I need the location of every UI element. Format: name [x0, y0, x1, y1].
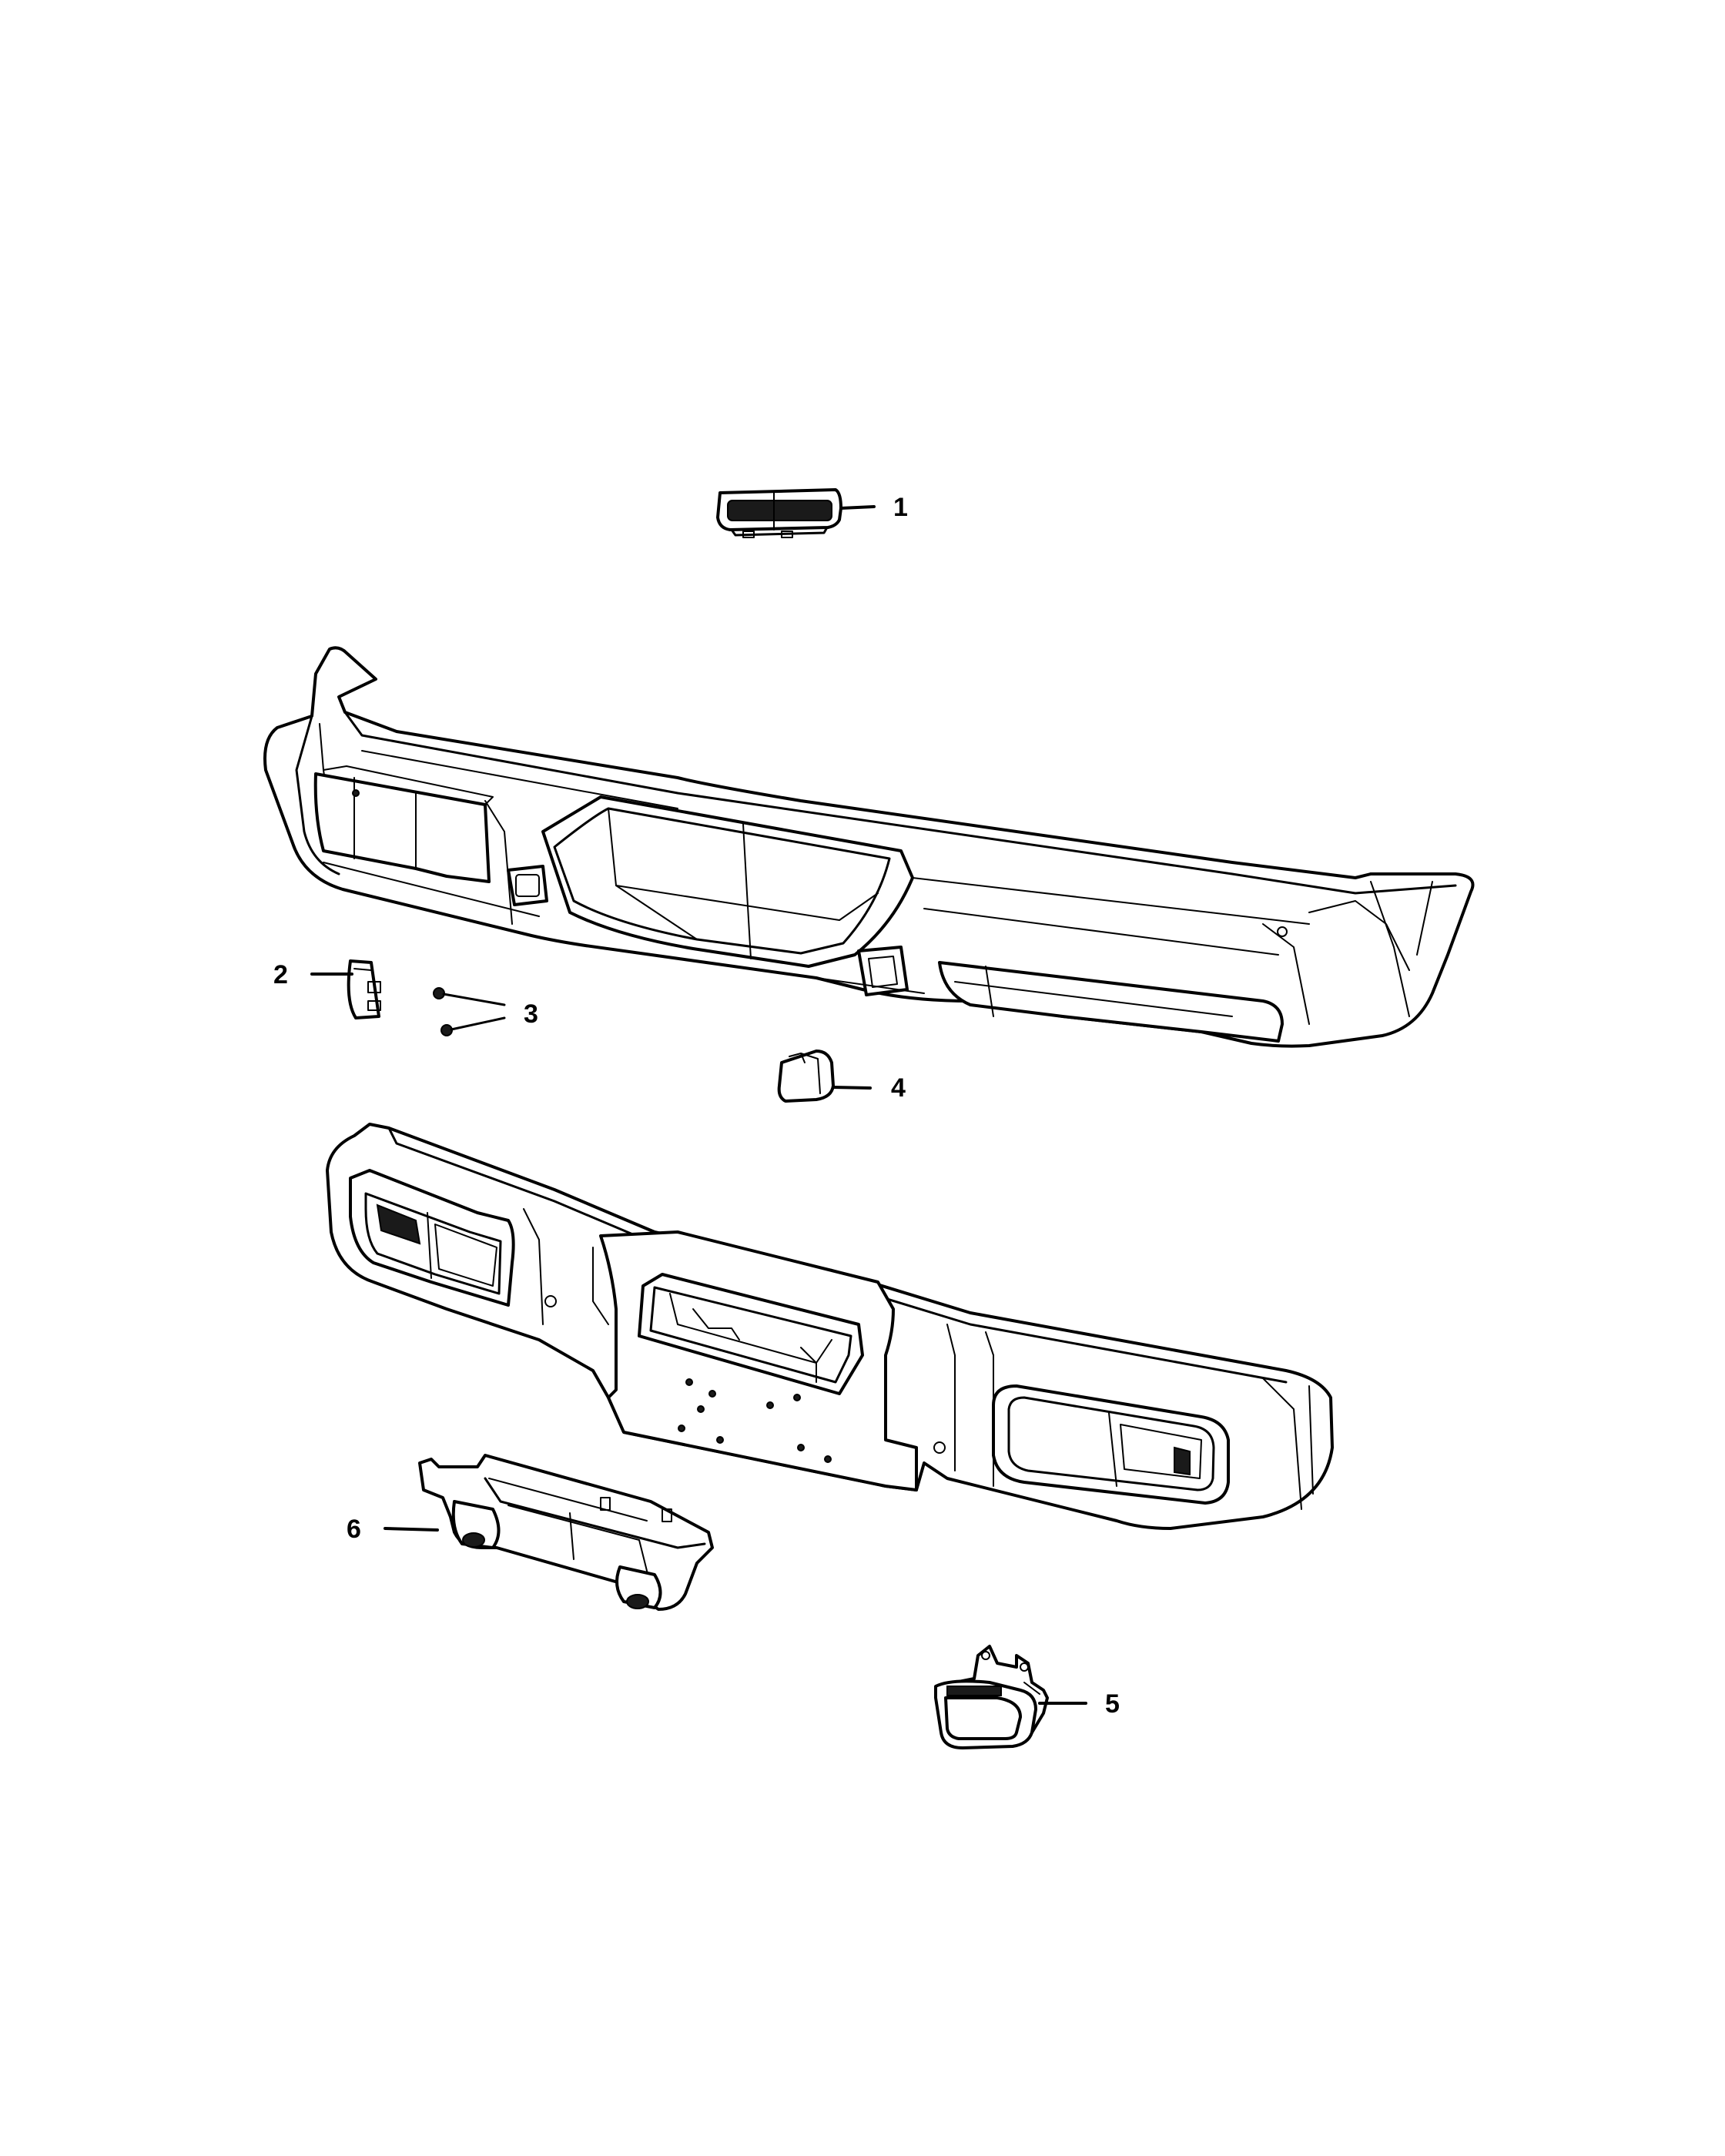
part-1-third-brake-lamp[interactable]	[716, 488, 842, 538]
callout-number-2: 2	[273, 960, 288, 989]
part-2-small-bracket[interactable]	[347, 959, 381, 1019]
callout-1: 1	[839, 493, 908, 522]
part-5-reverse-lamp[interactable]	[934, 1645, 1049, 1749]
part-3-screws[interactable]	[433, 987, 506, 1036]
callout-3: 3	[524, 999, 538, 1029]
callout-6: 6	[347, 1515, 439, 1544]
callout-number-5: 5	[1105, 1689, 1120, 1719]
upper-rear-bumper-fascia[interactable]	[263, 646, 1475, 1048]
lower-rear-bumper-bar[interactable]	[326, 1123, 1334, 1530]
callout-2: 2	[273, 960, 353, 989]
part-6-license-lamp-bracket[interactable]	[418, 1454, 714, 1611]
part-4-small-lamp[interactable]	[777, 1050, 835, 1103]
callout-5: 5	[1038, 1689, 1120, 1719]
callout-number-3: 3	[524, 999, 538, 1029]
callout-number-4: 4	[891, 1073, 906, 1103]
callout-4: 4	[832, 1073, 906, 1103]
callout-number-1: 1	[893, 493, 908, 522]
callout-number-6: 6	[347, 1515, 361, 1544]
